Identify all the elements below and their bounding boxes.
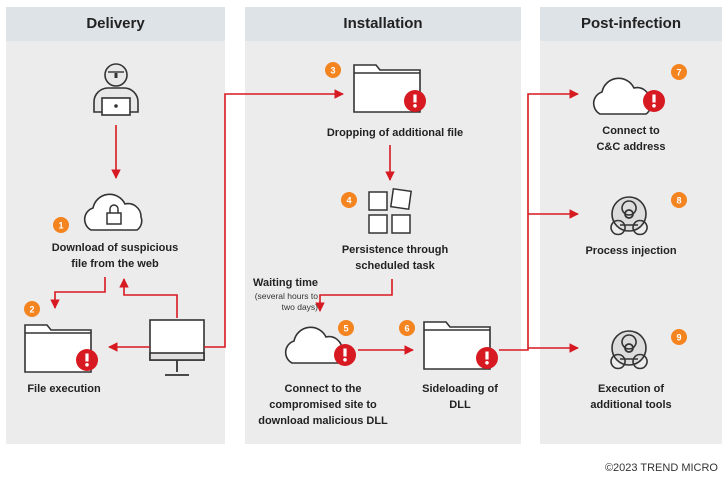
step-badge-8: 8 bbox=[671, 192, 687, 208]
step-badge-9: 9 bbox=[671, 329, 687, 345]
phase-header-installation: Installation bbox=[343, 15, 423, 32]
cloud-lock-icon bbox=[83, 193, 143, 231]
phase-header-delivery: Delivery bbox=[86, 15, 145, 32]
svg-text:6: 6 bbox=[404, 324, 409, 334]
svg-text:7: 7 bbox=[676, 68, 681, 78]
arrow-download-to-execution bbox=[50, 277, 106, 309]
copyright: ©2023 TREND MICRO bbox=[604, 462, 718, 474]
svg-text:2: 2 bbox=[29, 305, 34, 315]
alert-icon bbox=[404, 90, 426, 112]
alert-icon bbox=[76, 349, 98, 371]
step-3-label: Dropping of additional file bbox=[326, 127, 464, 139]
monitor-icon bbox=[149, 319, 205, 376]
step-badge-6: 6 bbox=[399, 320, 415, 336]
step-badge-1: 1 bbox=[53, 217, 69, 233]
installation-header-bg bbox=[245, 7, 521, 41]
step-2-label: File execution bbox=[27, 383, 101, 395]
step-badge-3: 3 bbox=[325, 62, 341, 78]
step-badge-5: 5 bbox=[338, 320, 354, 336]
alert-icon bbox=[476, 347, 498, 369]
svg-text:9: 9 bbox=[676, 333, 681, 343]
scheduled-task-icon bbox=[368, 187, 413, 234]
alert-icon bbox=[334, 344, 356, 366]
step-badge-7: 7 bbox=[671, 64, 687, 80]
arrow-monitor-to-download bbox=[119, 278, 178, 318]
svg-text:5: 5 bbox=[343, 324, 348, 334]
arrow-to-installation bbox=[204, 89, 344, 348]
arrow-to-cc bbox=[499, 89, 579, 351]
waiting-time-label: Waiting time bbox=[253, 277, 318, 289]
svg-text:4: 4 bbox=[346, 196, 351, 206]
svg-text:3: 3 bbox=[330, 66, 335, 76]
step-badge-2: 2 bbox=[24, 301, 40, 317]
delivery-header-bg bbox=[6, 7, 225, 41]
svg-text:1: 1 bbox=[58, 221, 63, 231]
user-icon bbox=[93, 63, 139, 116]
phase-header-post-infection: Post-infection bbox=[581, 15, 681, 32]
step-badge-4: 4 bbox=[341, 192, 357, 208]
post-infection-header-bg bbox=[540, 7, 722, 41]
step-8-label: Process injection bbox=[585, 245, 677, 257]
svg-text:8: 8 bbox=[676, 196, 681, 206]
arrow-persistence-to-connect bbox=[315, 279, 393, 312]
alert-icon bbox=[643, 90, 665, 112]
